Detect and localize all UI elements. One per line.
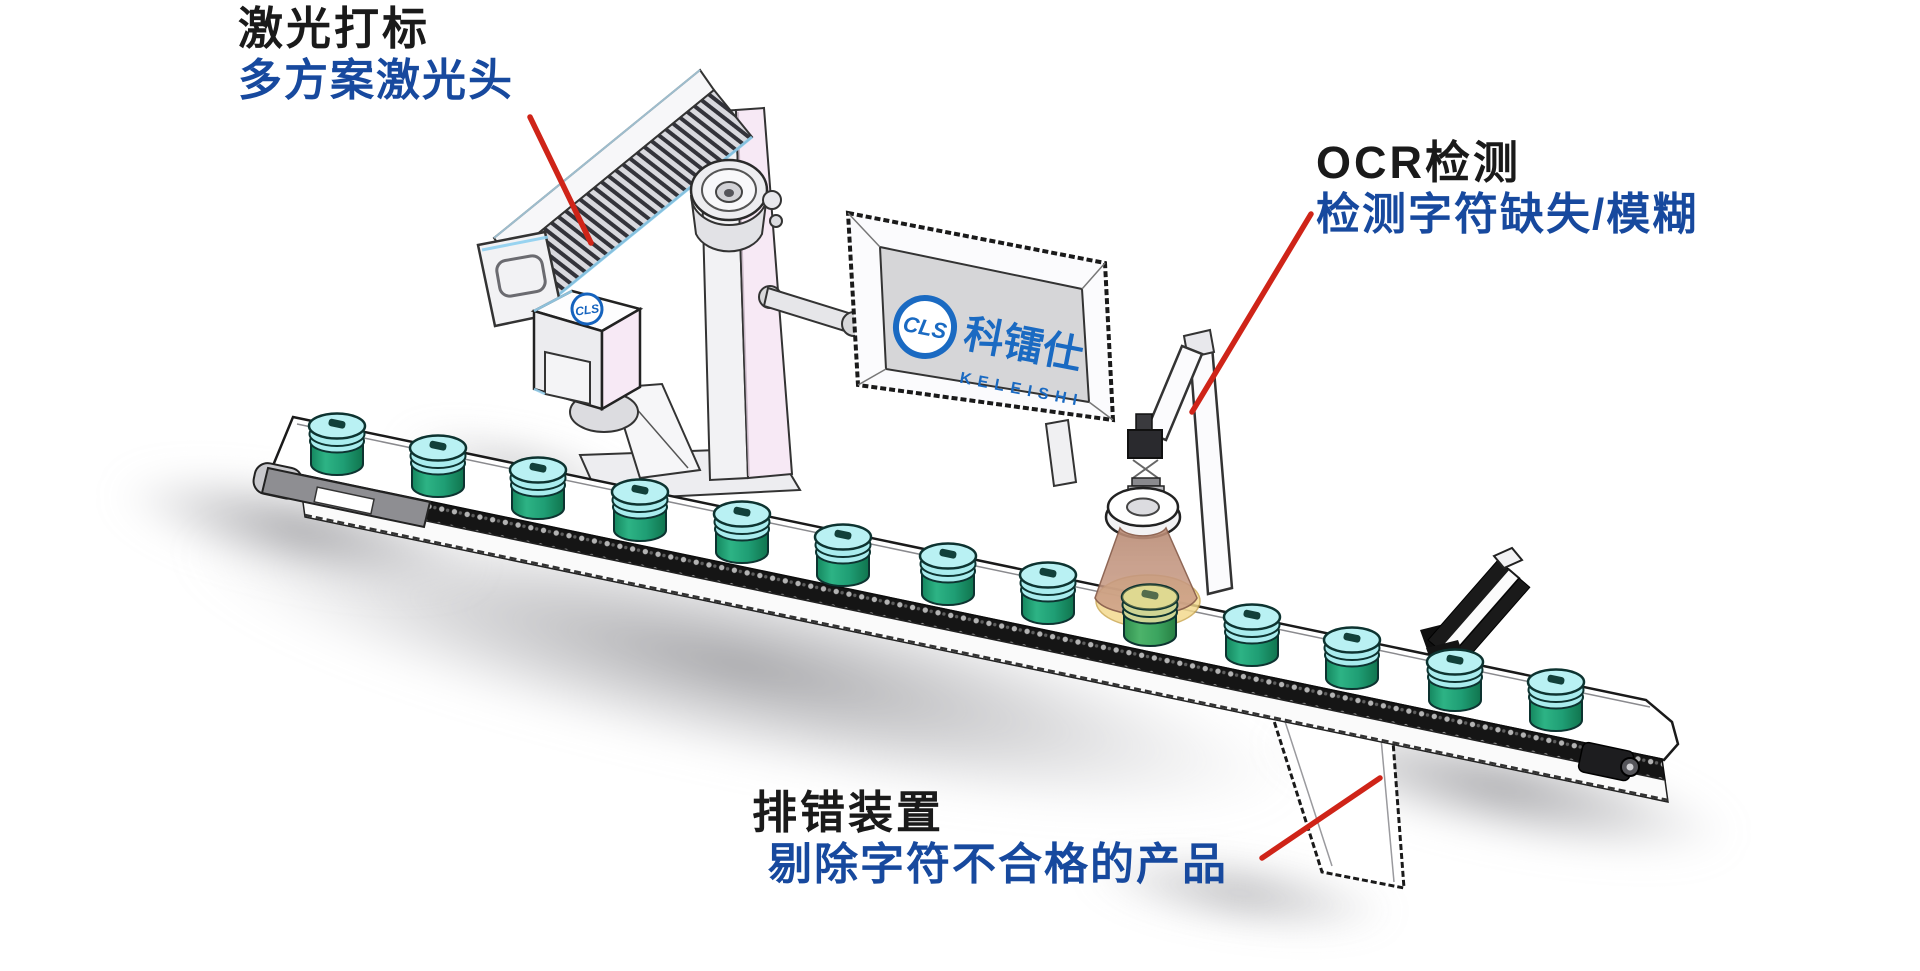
laser-head: CLS — [530, 289, 644, 433]
product-cap-highlighted — [1120, 583, 1180, 647]
product-cap — [307, 412, 367, 476]
annotation-lines — [527, 114, 1383, 861]
laser-head-logo-text: CLS — [574, 301, 600, 318]
product-cap — [408, 434, 468, 498]
ocr-station — [1104, 328, 1234, 596]
belt-front-face — [301, 494, 1669, 803]
product-cap — [712, 500, 772, 564]
ocr-ring-light — [1104, 486, 1182, 540]
product-cap — [508, 456, 568, 520]
product-cap — [1018, 561, 1078, 625]
caps-layer — [307, 412, 1586, 732]
product-cap — [610, 478, 670, 542]
annotation-reject-device: 排错装置 剔除字符不合格的产品 — [752, 786, 1228, 891]
ocr-label-title: OCR检测 — [1316, 137, 1521, 188]
reject-annotation-line — [1259, 775, 1383, 861]
product-cap — [1526, 668, 1586, 732]
annotation-laser-marking: 激光打标 多方案激光头 — [238, 2, 514, 107]
cls-logo-laser-head: CLS — [570, 292, 604, 326]
ocr-annotation-line — [1189, 211, 1314, 415]
reject-label-subtitle: 剔除字符不合格的产品 — [768, 840, 1228, 890]
column-bearing-drum — [689, 158, 783, 253]
product-cap — [1425, 648, 1485, 712]
ocr-label-subtitle: 检测字符缺失/模糊 — [1316, 190, 1699, 240]
laser-label-title: 激光打标 — [238, 3, 431, 54]
belt-right-roller — [1577, 741, 1640, 782]
annotation-ocr-inspection: OCR检测 检测字符缺失/模糊 — [1316, 136, 1698, 241]
reject-label-title: 排错装置 — [752, 787, 945, 838]
product-cap — [813, 523, 873, 587]
monitor: CLS 科镭仕 KELEISHI — [845, 210, 1116, 423]
product-cap — [1322, 626, 1382, 690]
product-cap — [918, 542, 978, 606]
belt-motor-bracket — [260, 466, 432, 529]
product-cap — [1222, 603, 1282, 667]
laser-annotation-line — [527, 114, 594, 246]
laser-label-subtitle: 多方案激光头 — [238, 56, 514, 106]
